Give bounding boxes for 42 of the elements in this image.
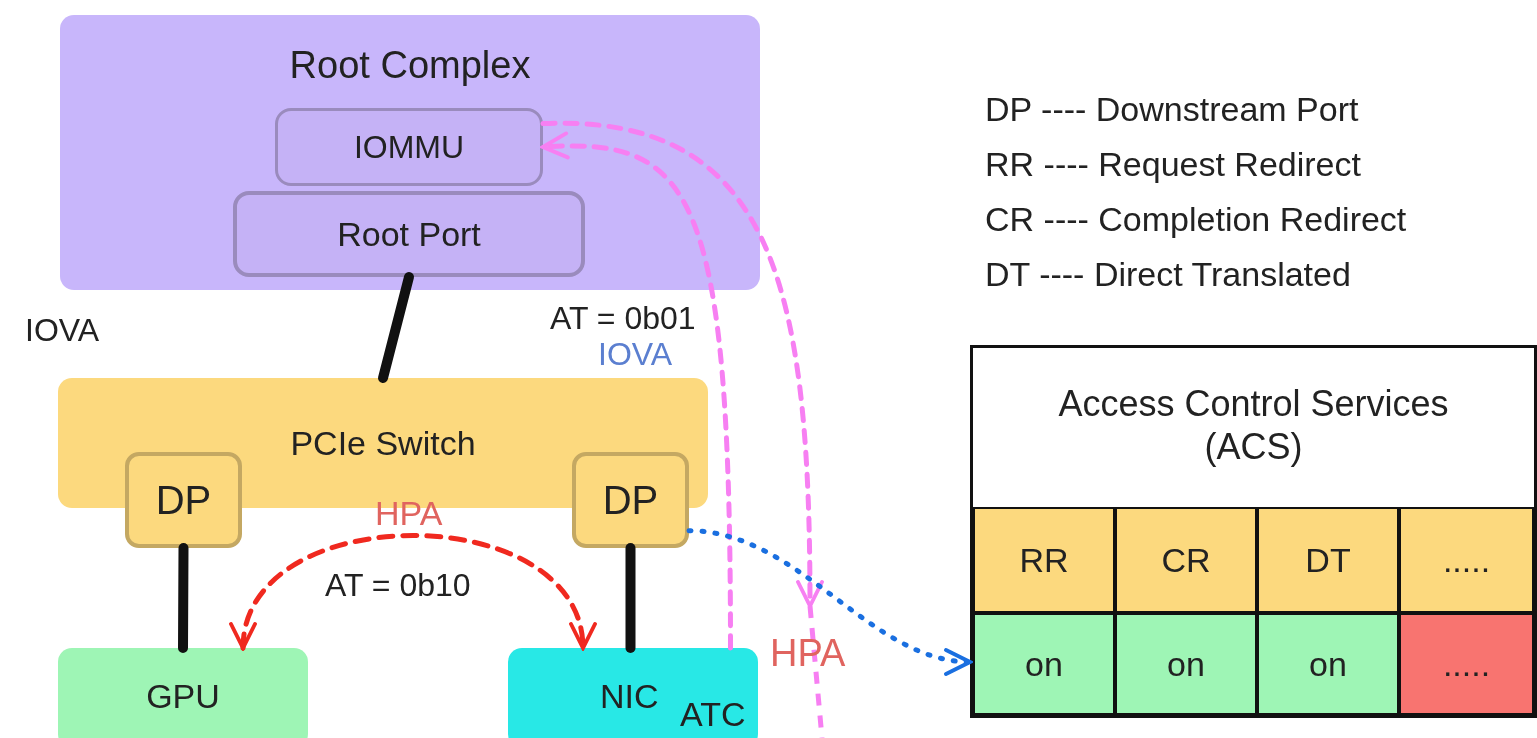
root-complex-panel	[60, 15, 760, 290]
abbreviation-note: DP ---- Downstream Port	[985, 90, 1359, 129]
nic-box	[508, 648, 758, 738]
table-cell	[1257, 613, 1399, 715]
table-cell	[1257, 507, 1399, 613]
node-label: on	[1167, 643, 1205, 685]
node-label: .....	[1442, 643, 1491, 685]
node-label: Root Port	[337, 213, 481, 255]
node-label: IOMMU	[353, 127, 465, 167]
abbreviation-note: CR ---- Completion Redirect	[985, 200, 1407, 239]
node-label: DP	[602, 477, 659, 524]
node-label: DP	[155, 477, 212, 524]
node-label: on	[1025, 643, 1063, 685]
node-label: PCIe Switch	[290, 423, 476, 464]
abbreviation-note: RR ---- Request Redirect	[985, 145, 1361, 184]
table-cell	[973, 507, 1115, 613]
downstream-port-box	[572, 452, 689, 548]
node-label: Root Complex	[289, 43, 531, 88]
table-cell	[1399, 613, 1534, 715]
edge-label: HPA	[770, 632, 846, 675]
table-cell	[973, 613, 1115, 715]
node-label: DT	[1305, 539, 1351, 581]
node-label: Access Control Services (ACS)	[1057, 382, 1450, 469]
node-label: GPU	[146, 676, 220, 717]
table-cell	[1399, 507, 1534, 613]
node-label: on	[1309, 643, 1347, 685]
annotation-text: AT = 0b01	[550, 300, 696, 337]
table-cell	[1115, 613, 1257, 715]
node-label: .....	[1442, 539, 1491, 581]
node-sublabel: ATC	[680, 694, 746, 735]
node-label: RR	[1019, 539, 1069, 581]
abbreviation-note: DT ---- Direct Translated	[985, 255, 1351, 294]
gpu-box	[58, 648, 308, 738]
node-label: CR	[1161, 539, 1211, 581]
root-port-box	[233, 191, 585, 277]
node-label: NIC	[600, 676, 659, 717]
iommu-box	[275, 108, 543, 186]
acs-table	[970, 345, 1537, 718]
table-cell	[1115, 507, 1257, 613]
downstream-port-box	[125, 452, 242, 548]
annotation-text: IOVA	[598, 336, 673, 373]
annotation-text: IOVA	[25, 312, 100, 349]
